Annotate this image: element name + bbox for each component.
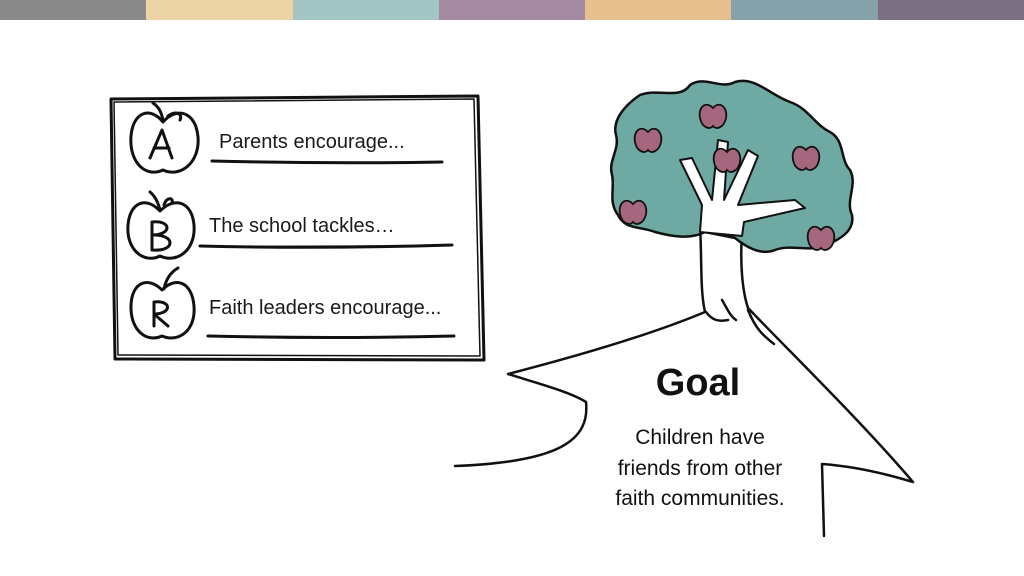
- stripe-segment: [438, 0, 586, 20]
- goal-title: Goal: [655, 362, 741, 404]
- color-stripe: [0, 0, 1024, 20]
- answer-line-b: [198, 243, 454, 249]
- stripe-segment: [731, 0, 878, 20]
- goal-description: Children have friends from other faith c…: [615, 426, 785, 510]
- stripe-segment: [585, 0, 732, 20]
- step-a-label: Parents encourage...: [219, 131, 405, 153]
- tree-trunk-outline: [453, 223, 915, 538]
- answer-line-a: [210, 159, 444, 165]
- apple-tree: [609, 79, 854, 254]
- step-b-label: The school tackles…: [209, 215, 395, 237]
- step-r-label: Faith leaders encourage...: [209, 297, 442, 319]
- tree-apples: [618, 103, 836, 251]
- stripe-segment: [877, 0, 1024, 20]
- apple: [698, 103, 728, 129]
- apple: [633, 127, 663, 153]
- apple-icon-b: [126, 190, 196, 260]
- apple-icon-r: [129, 266, 196, 340]
- stripe-segment: [146, 0, 293, 20]
- stripe-segment: [292, 0, 439, 20]
- apple: [791, 145, 821, 171]
- answer-lines: [198, 159, 456, 339]
- answer-line-r: [206, 334, 456, 339]
- tree-branches: [679, 139, 806, 237]
- apple-icon-a: [129, 101, 200, 174]
- stripe-segment: [0, 0, 147, 20]
- apple: [806, 225, 836, 251]
- apple: [618, 199, 648, 225]
- apple: [712, 147, 742, 173]
- checklist-box: [109, 94, 486, 362]
